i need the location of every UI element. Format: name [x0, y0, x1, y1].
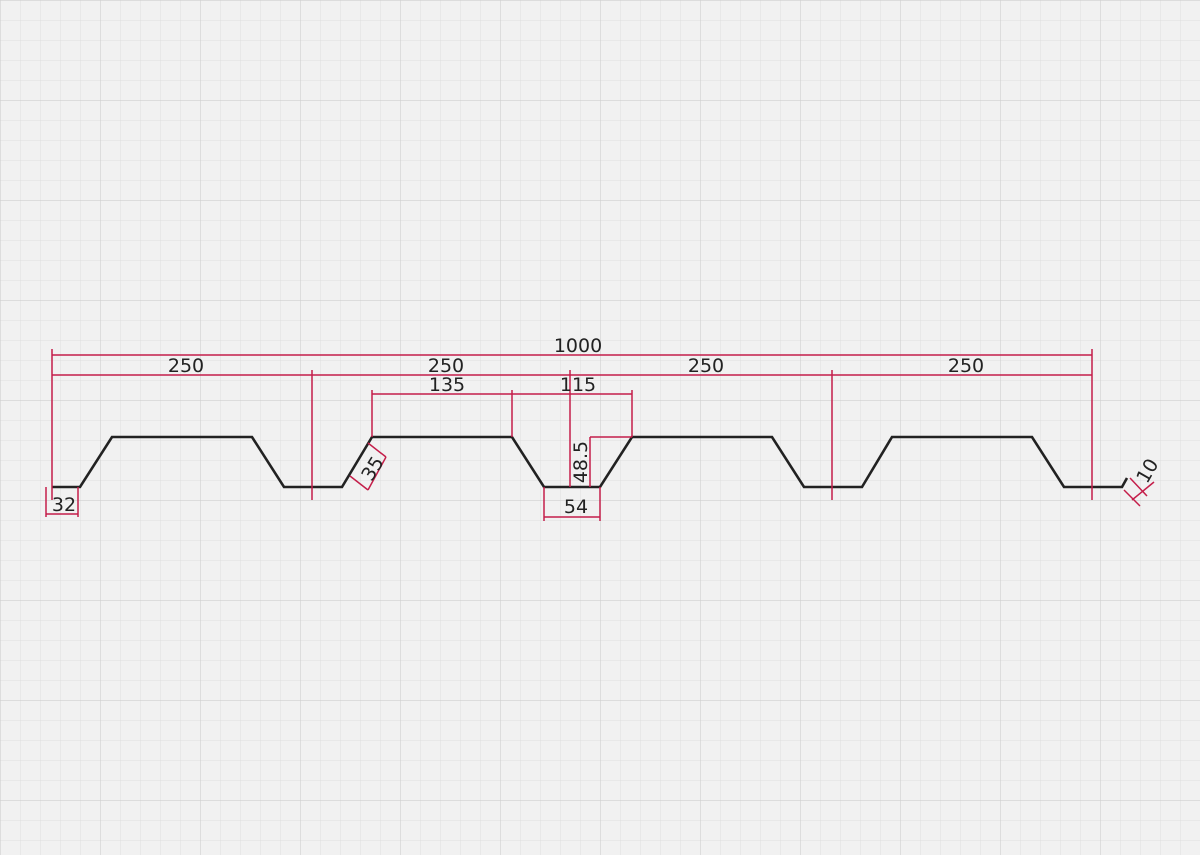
dimension-lines — [45, 349, 1155, 521]
label-rib-opening: 115 — [560, 374, 596, 396]
label-rib-height: 48.5 — [570, 441, 592, 483]
label-edge-flange: 32 — [52, 494, 76, 516]
label-pitch-4: 250 — [948, 355, 984, 377]
label-pitch-1: 250 — [168, 355, 204, 377]
label-top-flange: 135 — [429, 374, 465, 396]
label-total-width: 1000 — [554, 335, 602, 357]
label-bottom-flange: 54 — [564, 496, 588, 518]
label-pitch-2: 250 — [428, 355, 464, 377]
label-pitch-3: 250 — [688, 355, 724, 377]
